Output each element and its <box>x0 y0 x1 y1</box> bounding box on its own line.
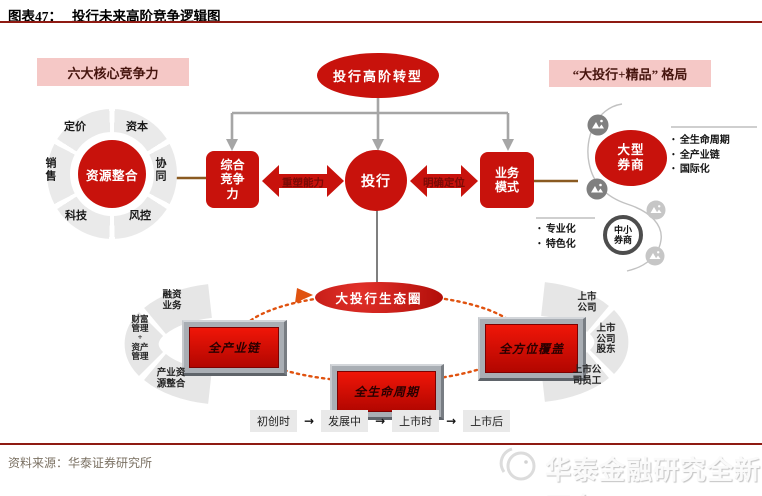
timeline-arrow-icon: → <box>375 414 386 428</box>
box-full-industry-chain-label: 全产业链 <box>189 327 279 368</box>
box-full-lifecycle-label: 全生命周期 <box>337 371 436 412</box>
box-full-coverage: 全方位覆盖 <box>478 317 586 381</box>
link-label-reshape-capability: 重塑能力 <box>282 178 324 189</box>
fan-label-listed-company-employees: 上市公 司员工 <box>572 365 602 386</box>
box-full-industry-chain: 全产业链 <box>182 320 287 376</box>
timeline-stage-ipo: 上市时 <box>392 410 440 432</box>
wheel-segment-synergy: 协同 <box>155 157 167 182</box>
mountain-icon <box>586 178 608 200</box>
root-node-transformation: 投行高阶转型 <box>317 53 439 98</box>
down-arrow-icon <box>502 139 514 151</box>
timeline-stage-startup: 初创时 <box>250 410 297 432</box>
fan-label-listed-company-shareholders: 上市 公司 股东 <box>596 324 616 356</box>
big-broker-points: 全生命周期 全产业链 国际化 <box>672 133 730 177</box>
timeline-stage-growth: 发展中 <box>321 410 369 432</box>
fan-label-wealth-asset-management: 财富 管理 + 资产 管理 <box>131 314 149 361</box>
timeline-arrow-icon: → <box>446 414 457 428</box>
fan-label-listed-company: 上市 公司 <box>577 292 597 313</box>
tag-six-core-competencies: 六大核心竞争力 <box>37 58 189 86</box>
node-investment-banking: 投行 <box>345 150 407 211</box>
watermark-text: 华泰金融研究全新平台 <box>545 456 762 496</box>
wheel-segment-capital: 资本 <box>126 121 148 133</box>
source-text: 资料来源：华泰证券研究所 <box>8 456 153 470</box>
small-broker-points: 专业化 特色化 <box>538 222 576 251</box>
top-rule <box>0 21 762 23</box>
node-business-model: 业务 模式 <box>480 152 534 208</box>
wheel-segment-technology: 科技 <box>65 210 87 222</box>
double-arrow-right <box>410 165 478 197</box>
mountain-icon <box>645 246 665 266</box>
big-broker-circle: 大型 券商 <box>595 130 667 186</box>
bullet-rules <box>536 126 757 219</box>
fan-label-financing-business: 融资 业务 <box>162 290 182 311</box>
wheel-core-resource-integration: 资源整合 <box>78 140 146 208</box>
wheel-segment-sales: 销售 <box>45 157 57 182</box>
small-broker-circle: 中小 券商 <box>603 215 643 255</box>
big-broker-point: 国际化 <box>672 162 730 177</box>
big-broker-point: 全生命周期 <box>672 133 730 148</box>
node-comprehensive-competitiveness: 综合 竞争 力 <box>206 151 259 208</box>
whale-logo-icon <box>499 447 536 481</box>
link-label-clear-positioning: 明确定位 <box>423 178 465 189</box>
mountain-icon <box>587 114 609 136</box>
fan-label-industry-resource-integration: 产业资 源整合 <box>156 368 186 389</box>
box-full-coverage-label: 全方位覆盖 <box>485 324 578 373</box>
down-arrow-icon <box>226 139 238 151</box>
tag-big-plus-boutique: “大投行+精品” 格局 <box>549 60 711 87</box>
top-connector <box>230 98 510 141</box>
lifecycle-timeline: 初创时 → 发展中 → 上市时 → 上市后 <box>250 410 511 432</box>
ecosystem-hub: 大投行生态圈 <box>315 282 443 313</box>
figure-label: 图表47： <box>8 9 62 24</box>
left-fan-arcs <box>124 284 213 404</box>
cycle-arrowhead-icon <box>295 288 313 303</box>
small-broker-point: 特色化 <box>538 237 576 252</box>
bottom-rule <box>0 443 762 445</box>
wheel-segment-risk-control: 风控 <box>129 210 151 222</box>
small-broker-point: 专业化 <box>538 222 576 237</box>
timeline-arrow-icon: → <box>304 414 315 428</box>
mountain-icon <box>646 200 666 220</box>
big-broker-point: 全产业链 <box>672 148 730 163</box>
timeline-stage-post-ipo: 上市后 <box>463 410 511 432</box>
wheel-segment-pricing: 定价 <box>64 121 86 133</box>
double-arrow-left <box>262 165 344 197</box>
figure-title: 投行未来高阶竞争逻辑图 <box>72 9 221 24</box>
figure-header: 图表47： 投行未来高阶竞争逻辑图 <box>8 5 221 25</box>
down-arrow-icon <box>372 139 384 151</box>
